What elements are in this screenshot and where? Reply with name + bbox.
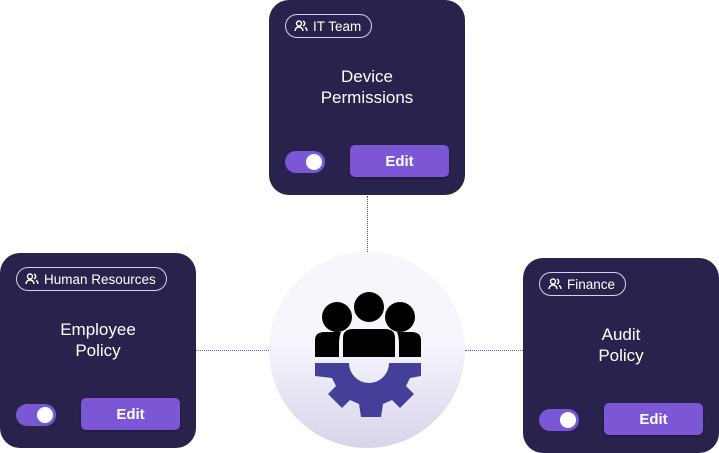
team-settings-hub — [269, 252, 465, 448]
connector-top — [367, 196, 368, 252]
edit-button[interactable]: Edit — [604, 403, 703, 435]
team-label: Human Resources — [44, 271, 156, 287]
edit-button[interactable]: Edit — [350, 145, 449, 177]
connector-left — [196, 350, 269, 351]
team-tag: IT Team — [285, 14, 373, 38]
team-tag: Human Resources — [16, 267, 167, 291]
users-icon — [548, 278, 562, 290]
team-tag: Finance — [539, 272, 627, 296]
edit-button[interactable]: Edit — [81, 398, 180, 430]
team-label: IT Team — [313, 18, 362, 34]
users-icon — [294, 20, 308, 32]
enable-toggle[interactable] — [539, 409, 579, 431]
enable-toggle[interactable] — [16, 404, 56, 426]
team-label: Finance — [567, 276, 616, 292]
team-gear-icon — [315, 292, 421, 417]
enable-toggle[interactable] — [285, 151, 325, 173]
users-icon — [25, 273, 39, 285]
connector-right — [465, 350, 523, 351]
